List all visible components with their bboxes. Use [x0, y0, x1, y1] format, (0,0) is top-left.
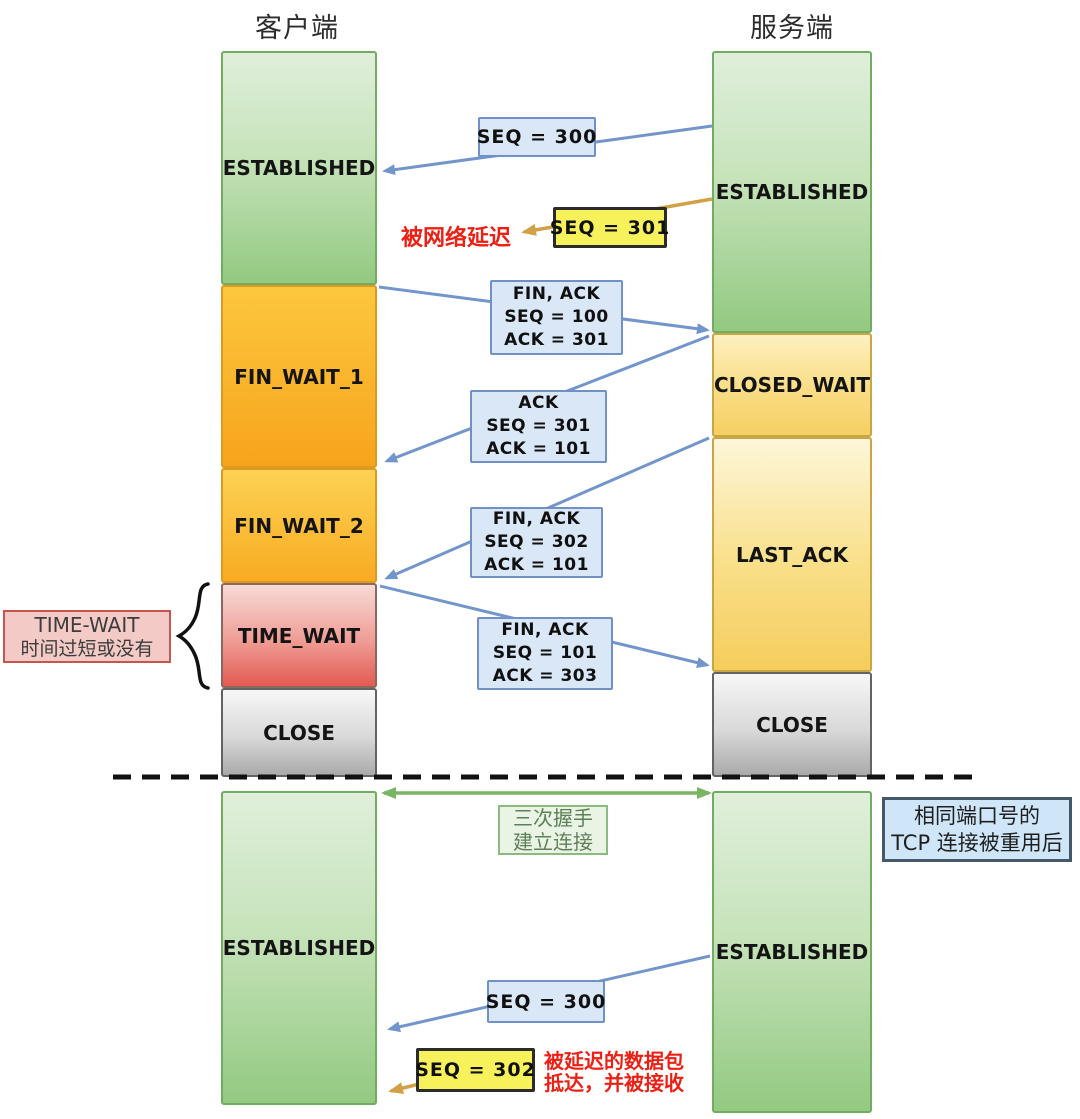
client-state-close: CLOSE: [221, 688, 377, 777]
msg-seq300-bottom: SEQ = 300: [486, 980, 605, 1023]
server-state-last-ack: LAST_ACK: [712, 437, 872, 672]
client-state-time-wait: TIME_WAIT: [221, 583, 377, 688]
client-state-fin-wait-2: FIN_WAIT_2: [221, 468, 377, 583]
server-state-established: ESTABLISHED: [712, 51, 872, 333]
client-state-established: ESTABLISHED: [221, 51, 377, 285]
server-state-closed-wait: CLOSED_WAIT: [712, 333, 872, 437]
msg-fin-ack-2: FIN, ACK SEQ = 302 ACK = 101: [470, 507, 603, 578]
time-wait-brace: [175, 582, 210, 690]
client-state-fin-wait-1: FIN_WAIT_1: [221, 285, 377, 468]
server-state-close: CLOSE: [712, 672, 872, 777]
server-lane-title: 服务端: [750, 13, 834, 44]
msg-ack-1: ACK SEQ = 301 ACK = 101: [470, 390, 607, 463]
client-state-established-reused: ESTABLISHED: [221, 791, 377, 1105]
reuse-note-box: 相同端口号的 TCP 连接被重用后: [882, 797, 1072, 862]
msg-seq302-delayed: SEQ = 302: [415, 1048, 535, 1092]
network-delayed-note: 被网络延迟: [401, 226, 512, 251]
server-state-established-reused: ESTABLISHED: [712, 791, 872, 1113]
time-wait-note-box: TIME-WAIT 时间过短或没有: [3, 610, 171, 663]
msg-fin-ack-3: FIN, ACK SEQ = 101 ACK = 303: [477, 617, 613, 690]
handshake-note-box: 三次握手 建立连接: [498, 805, 608, 855]
delayed-packet-note: 被延迟的数据包 抵达，并被接收: [544, 1049, 684, 1095]
client-lane-title: 客户端: [255, 13, 339, 44]
msg-seq300-top: SEQ = 300: [477, 117, 596, 157]
msg-fin-ack-1: FIN, ACK SEQ = 100 ACK = 301: [490, 280, 623, 355]
msg-seq301-delayed: SEQ = 301: [550, 207, 669, 248]
